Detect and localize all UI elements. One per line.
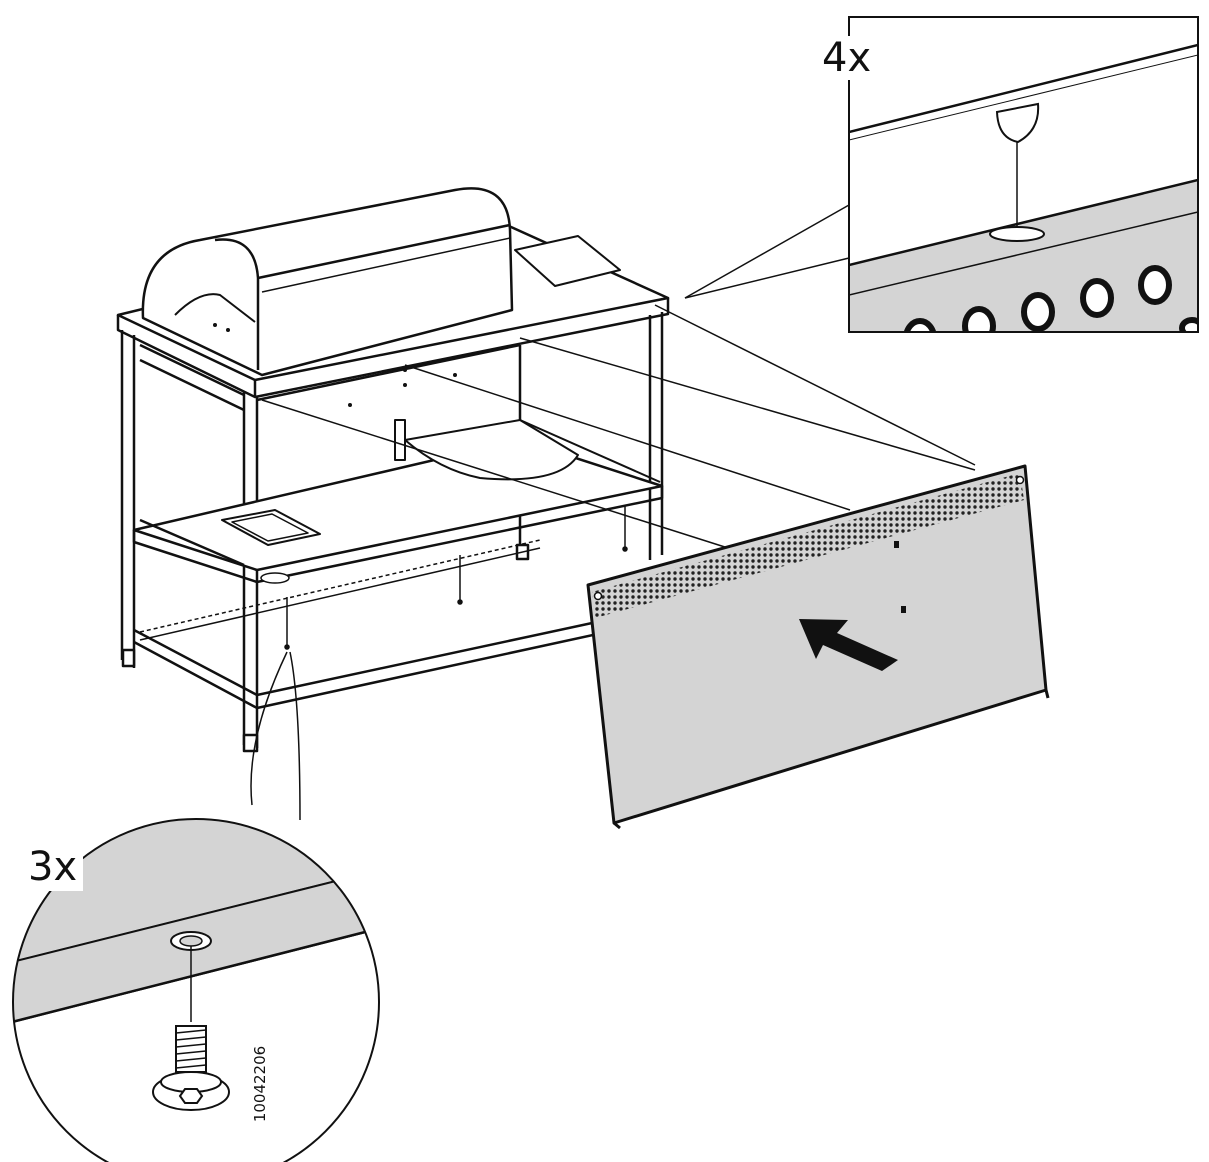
detail-top-right — [848, 16, 1199, 333]
push-arrow-icon — [799, 619, 898, 671]
quantity-label-3x: 3x — [22, 843, 84, 891]
grill-hood — [141, 187, 514, 407]
callout-leaders — [250, 204, 850, 821]
panel-perforation — [592, 473, 1024, 618]
back-panel — [586, 464, 1050, 830]
screw-icon — [152, 1025, 230, 1111]
part-number: 10042206 — [251, 1045, 270, 1123]
detail-bottom-left — [12, 818, 380, 1162]
bolt-tip-icon — [995, 102, 1040, 144]
quantity-label-4x: 4x — [818, 36, 876, 80]
guide-lines — [261, 304, 976, 549]
